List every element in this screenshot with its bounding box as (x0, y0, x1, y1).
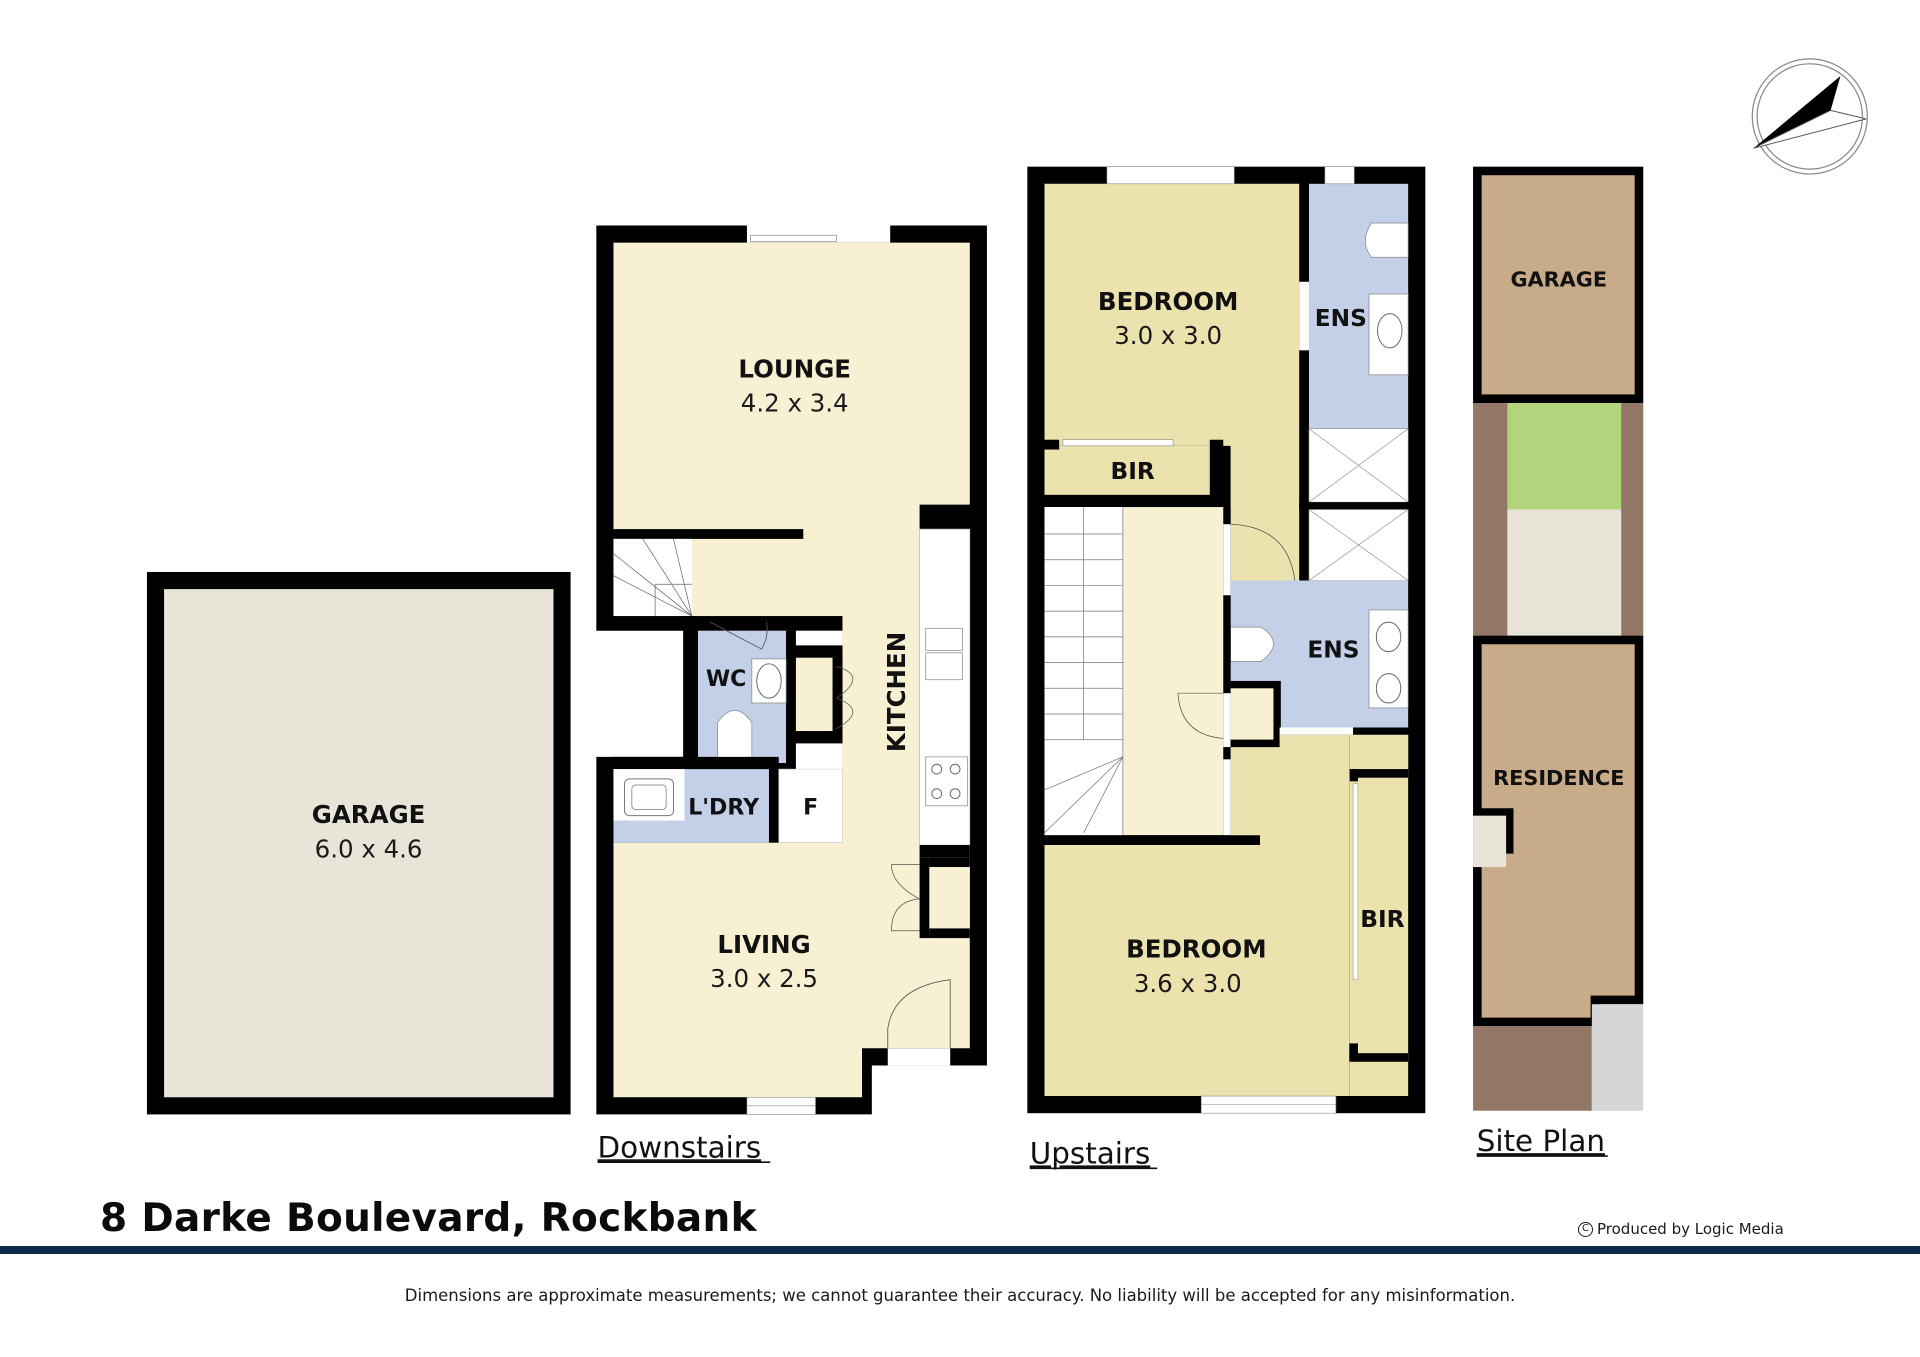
bir2-label: BIR (1360, 906, 1404, 933)
bedroom1-label: BEDROOM (1098, 287, 1238, 316)
upstairs-plan: BEDROOM 3.0 x 3.0 BIR ENS ENS (1027, 166, 1426, 1170)
site-plan-caption: Site Plan (1477, 1124, 1605, 1158)
fridge-label: F (803, 795, 818, 820)
downstairs-plan: KITCHEN WC L'DRY F (596, 225, 987, 1164)
north-arrow-icon (1751, 58, 1868, 175)
upstairs-caption: Upstairs (1030, 1136, 1151, 1170)
bedroom1-dims: 3.0 x 3.0 (1114, 321, 1222, 350)
site-plan: GARAGE RESIDENCE Site Plan (1473, 166, 1644, 1158)
lounge-dims: 4.2 x 3.4 (741, 389, 849, 418)
disclaimer-text: Dimensions are approximate measurements;… (404, 1286, 1516, 1305)
property-address: 8 Darke Boulevard, Rockbank (100, 1196, 757, 1241)
garage-plan: GARAGE 6.0 x 4.6 (146, 571, 571, 1115)
downstairs-caption: Downstairs (598, 1130, 762, 1164)
garage-label: GARAGE (312, 800, 426, 829)
living-label: LIVING (717, 930, 810, 959)
site-garage-label: GARAGE (1510, 268, 1607, 292)
copyright-icon: C (1578, 1221, 1593, 1237)
bir1-label: BIR (1111, 458, 1155, 485)
bedroom2-label: BEDROOM (1126, 935, 1266, 964)
credit-text: Produced by Logic Media (1597, 1220, 1784, 1238)
garage-dims: 6.0 x 4.6 (315, 834, 423, 863)
wc-label: WC (706, 667, 746, 692)
living-dims: 3.0 x 2.5 (710, 964, 818, 993)
lounge-label: LOUNGE (738, 354, 851, 383)
ens2-label: ENS (1307, 637, 1359, 664)
producer-credit: C Produced by Logic Media (1578, 1220, 1784, 1238)
laundry-label: L'DRY (688, 795, 760, 820)
site-residence-label: RESIDENCE (1493, 766, 1624, 790)
bedroom2-dims: 3.6 x 3.0 (1134, 969, 1242, 998)
kitchen-label: KITCHEN (882, 632, 911, 752)
footer-divider (0, 1246, 1920, 1254)
ens1-label: ENS (1315, 305, 1367, 332)
